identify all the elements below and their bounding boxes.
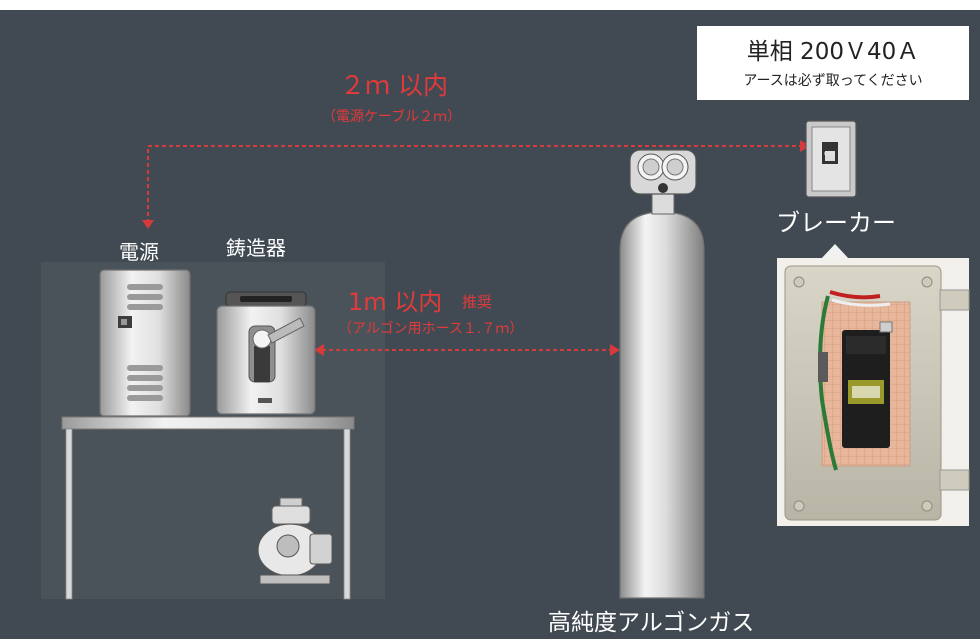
breaker-switch-icon — [805, 120, 857, 198]
top-border — [0, 0, 980, 10]
workbench — [61, 416, 355, 600]
arrow-head-down — [142, 220, 154, 229]
breaker-on-text: ON — [824, 150, 835, 158]
breaker-box-photo — [777, 258, 970, 526]
power-supply-label: 電源 — [119, 240, 159, 264]
power-spec-title: 単相 200Ｖ40Ａ — [746, 39, 920, 65]
argon-gas-cylinder — [619, 149, 705, 599]
hose-distance-label: 1m 以内 — [348, 288, 443, 316]
power-supply-unit — [99, 269, 191, 417]
breaker-label: ブレーカー — [776, 209, 896, 237]
caster-label: 鋳造器 — [226, 236, 286, 260]
photo-pointer — [820, 244, 850, 260]
hose-route — [314, 344, 620, 356]
caster-unit — [216, 291, 316, 415]
power-cable-note: （電源ケーブル２ｍ） — [322, 109, 462, 125]
hose-length-note: （アルゴン用ホース１.７ｍ） — [338, 321, 524, 337]
vacuum-pump — [257, 497, 333, 585]
arrow-head-right — [800, 140, 810, 152]
power-distance-label: ２ｍ 以内 — [340, 71, 448, 100]
ground-note: アースは必ず取ってください — [743, 73, 923, 89]
argon-gas-label: 高純度アルゴンガス — [548, 610, 755, 636]
hose-recommended-label: 推奨 — [462, 293, 493, 311]
power-cable-route — [147, 145, 802, 223]
power-spec-box: 単相 200Ｖ40Ａ アースは必ず取ってください — [697, 26, 969, 100]
